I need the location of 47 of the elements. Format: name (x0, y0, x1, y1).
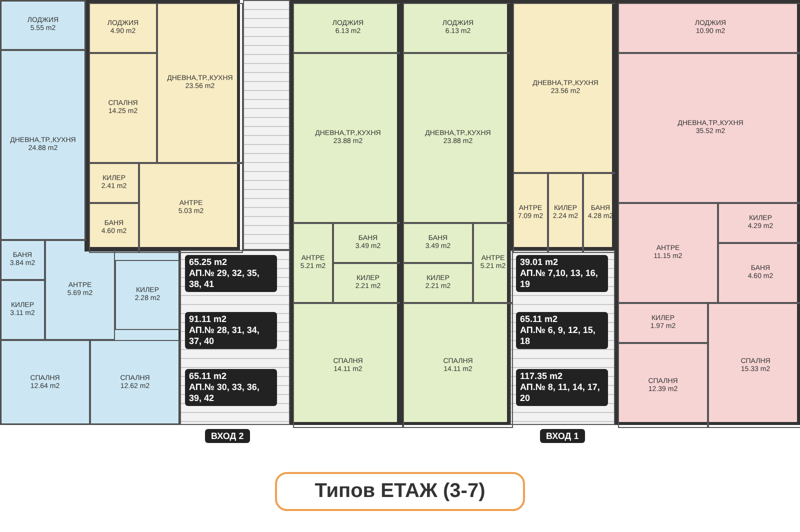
room-area (0, 340, 90, 425)
apartment-numbers: АП.№ 6, 9, 12, 15, 18 (520, 325, 596, 347)
apartment-numbers: АП.№ 30, 33, 36, 39, 42 (189, 382, 260, 404)
entrance-label: ВХОД 1 (540, 429, 585, 443)
room-area (293, 223, 333, 303)
room-area (139, 163, 243, 253)
room-area (90, 340, 180, 425)
room-area (0, 280, 45, 340)
room-area (89, 203, 139, 253)
area-value: 39.01 m2 (520, 257, 560, 268)
apartment-numbers: АП.№ 8, 11, 14, 17, 20 (520, 382, 601, 404)
room-area (89, 163, 139, 203)
room-area (618, 3, 800, 53)
room-area (618, 303, 708, 343)
area-value: 65.25 m2 (189, 257, 228, 268)
apartment-area (400, 0, 510, 425)
room-area (513, 173, 548, 253)
apartment-numbers: АП.№ 29, 32, 35, 38, 41 (189, 268, 260, 290)
apartment-numbers: АП.№ 28, 31, 34, 37, 40 (189, 325, 260, 347)
room-area (0, 0, 86, 50)
apartment-area (86, 0, 240, 250)
room-area (403, 263, 473, 303)
room-area (718, 243, 800, 303)
room-area (403, 303, 513, 428)
apartment-numbers: АП.№ 7,10, 13, 16, 19 (520, 268, 599, 290)
apartment-area (290, 0, 400, 425)
room-area (0, 50, 86, 240)
room-area (157, 3, 243, 163)
room-area (618, 343, 708, 428)
area-value: 117.35 m2 (520, 371, 564, 382)
room-area (708, 303, 800, 428)
room-area (403, 223, 473, 263)
room-area (618, 53, 800, 203)
area-value: 91.11 m2 (189, 314, 228, 325)
room-area (548, 173, 583, 253)
apartment-area (510, 0, 615, 250)
entrance-label: ВХОД 2 (205, 429, 250, 443)
area-value: 65.11 m2 (520, 314, 559, 325)
floor-title: Типов ЕТАЖ (3-7) (275, 472, 525, 511)
apartment-area (615, 0, 800, 425)
room-area (89, 3, 157, 53)
room-area (115, 260, 180, 330)
room-area (0, 240, 45, 280)
room-area (718, 203, 800, 243)
room-area (89, 53, 157, 163)
area-value: 65.11 m2 (189, 371, 228, 382)
room-area (618, 203, 718, 303)
